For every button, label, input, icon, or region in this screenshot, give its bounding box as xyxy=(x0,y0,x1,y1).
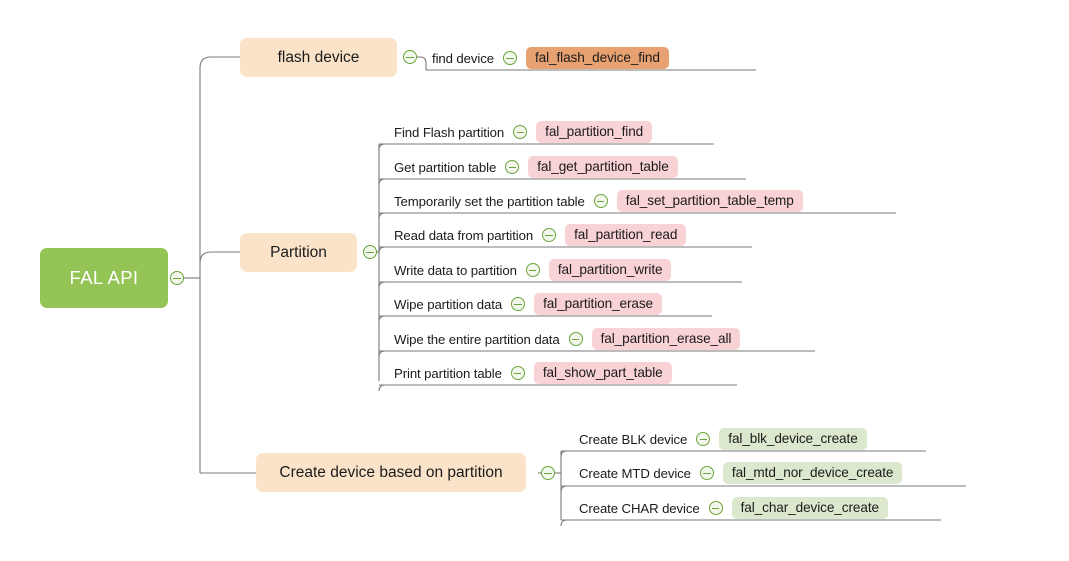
wire-cap-6 xyxy=(378,315,386,323)
topic-flash-device[interactable]: flash device xyxy=(240,38,397,77)
tag-fal-partition-find[interactable]: fal_partition_find xyxy=(536,121,653,143)
leaf-find-device-label: find device xyxy=(432,50,494,66)
wire-cap-2 xyxy=(378,178,386,186)
wire-to-flash xyxy=(199,56,240,69)
tag-fal-partition-read[interactable]: fal_partition_read xyxy=(565,224,687,246)
collapse-minus-circle-icon-create-blk-device[interactable] xyxy=(696,432,711,446)
tag-fal-get-partition-table[interactable]: fal_get_partition_table xyxy=(528,156,678,178)
root-label: FAL API xyxy=(69,267,139,288)
wire-create-cap-3 xyxy=(560,519,568,527)
collapse-minus-circle-icon-find-device[interactable] xyxy=(502,51,517,65)
leaf-create-mtd-device[interactable]: Create MTD device fal_mtd_nor_device_cre… xyxy=(579,462,903,484)
leaf-create-blk-device-label: Create BLK device xyxy=(579,431,688,447)
leaf-create-blk-device[interactable]: Create BLK device fal_blk_device_create xyxy=(579,428,867,450)
leaf-print-partition-table[interactable]: Print partition table fal_show_part_tabl… xyxy=(394,362,672,384)
tag-fal-char-device-create[interactable]: fal_char_device_create xyxy=(731,497,888,519)
leaf-read-data-from-partition-label: Read data from partition xyxy=(394,227,534,243)
leaf-wipe-partition-data[interactable]: Wipe partition data fal_partition_erase xyxy=(394,293,663,315)
leaf-find-flash-partition-label: Find Flash partition xyxy=(394,124,505,140)
wire-cap-7 xyxy=(378,350,386,358)
collapse-minus-circle-icon-get-partition-table[interactable] xyxy=(505,160,520,174)
leaf-temporarily-set-partition-table-label: Temporarily set the partition table xyxy=(394,193,585,209)
leaf-find-flash-partition[interactable]: Find Flash partition fal_partition_find xyxy=(394,121,653,143)
leaf-wipe-partition-data-label: Wipe partition data xyxy=(394,296,503,312)
leaf-wipe-entire-partition-data-label: Wipe the entire partition data xyxy=(394,331,560,347)
topic-create-device-label: Create device based on partition xyxy=(279,463,503,481)
collapse-minus-circle-icon-root[interactable] xyxy=(170,271,184,285)
tag-fal-partition-erase[interactable]: fal_partition_erase xyxy=(534,293,663,315)
collapse-minus-circle-icon-flash-device[interactable] xyxy=(403,50,417,64)
leaf-create-char-device-label: Create CHAR device xyxy=(579,500,700,516)
tag-fal-partition-erase-all[interactable]: fal_partition_erase_all xyxy=(591,328,741,350)
collapse-minus-circle-icon-wipe-entire-partition-data[interactable] xyxy=(568,332,583,346)
wire-create-cap-2 xyxy=(560,485,568,493)
leaf-write-data-to-partition-label: Write data to partition xyxy=(394,262,517,278)
leaf-temporarily-set-partition-table[interactable]: Temporarily set the partition table fal_… xyxy=(394,190,803,212)
topic-partition-label: Partition xyxy=(270,243,327,261)
leaf-create-mtd-device-label: Create MTD device xyxy=(579,465,691,481)
tag-fal-partition-write[interactable]: fal_partition_write xyxy=(548,259,672,281)
topic-flash-device-label: flash device xyxy=(277,48,360,66)
wire-create-cap-1 xyxy=(560,450,568,458)
collapse-minus-circle-icon-find-flash-partition[interactable] xyxy=(513,125,528,139)
collapse-minus-circle-icon-read-data-from-partition[interactable] xyxy=(542,228,557,242)
wire-cap-5 xyxy=(378,281,386,289)
wire-cap-3 xyxy=(378,212,386,220)
collapse-minus-circle-icon-temporarily-set-partition-table[interactable] xyxy=(593,194,608,208)
topic-create-device-based-on-partition[interactable]: Create device based on partition xyxy=(256,453,526,492)
collapse-minus-circle-icon-create-mtd-device[interactable] xyxy=(699,466,714,480)
leaf-write-data-to-partition[interactable]: Write data to partition fal_partition_wr… xyxy=(394,259,672,281)
root-node[interactable]: FAL API xyxy=(40,248,168,308)
topic-partition[interactable]: Partition xyxy=(240,233,357,272)
collapse-minus-circle-icon-print-partition-table[interactable] xyxy=(510,366,525,380)
tag-fal-blk-device-create[interactable]: fal_blk_device_create xyxy=(719,428,867,450)
wire-cap-4 xyxy=(378,246,386,254)
collapse-minus-circle-icon-create-device[interactable] xyxy=(541,466,555,480)
tag-fal-show-part-table[interactable]: fal_show_part_table xyxy=(533,362,672,384)
collapse-minus-circle-icon-partition[interactable] xyxy=(363,245,377,259)
tag-fal-mtd-nor-device-create[interactable]: fal_mtd_nor_device_create xyxy=(722,462,903,484)
wire-cap-8 xyxy=(378,384,386,392)
leaf-get-partition-table-label: Get partition table xyxy=(394,159,497,175)
wire-cap-1 xyxy=(378,143,386,151)
leaf-print-partition-table-label: Print partition table xyxy=(394,365,502,381)
collapse-minus-circle-icon-create-char-device[interactable] xyxy=(708,501,723,515)
leaf-find-device[interactable]: find device fal_flash_device_find xyxy=(432,47,669,69)
tag-fal-set-partition-table-temp[interactable]: fal_set_partition_table_temp xyxy=(616,190,803,212)
collapse-minus-circle-icon-write-data-to-partition[interactable] xyxy=(525,263,540,277)
tag-fal-flash-device-find[interactable]: fal_flash_device_find xyxy=(525,47,669,69)
leaf-get-partition-table[interactable]: Get partition table fal_get_partition_ta… xyxy=(394,156,678,178)
collapse-minus-circle-icon-wipe-partition-data[interactable] xyxy=(511,297,526,311)
leaf-create-char-device[interactable]: Create CHAR device fal_char_device_creat… xyxy=(579,497,888,519)
leaf-read-data-from-partition[interactable]: Read data from partition fal_partition_r… xyxy=(394,224,687,246)
wire-to-partition xyxy=(199,251,240,264)
leaf-wipe-entire-partition-data[interactable]: Wipe the entire partition data fal_parti… xyxy=(394,328,741,350)
